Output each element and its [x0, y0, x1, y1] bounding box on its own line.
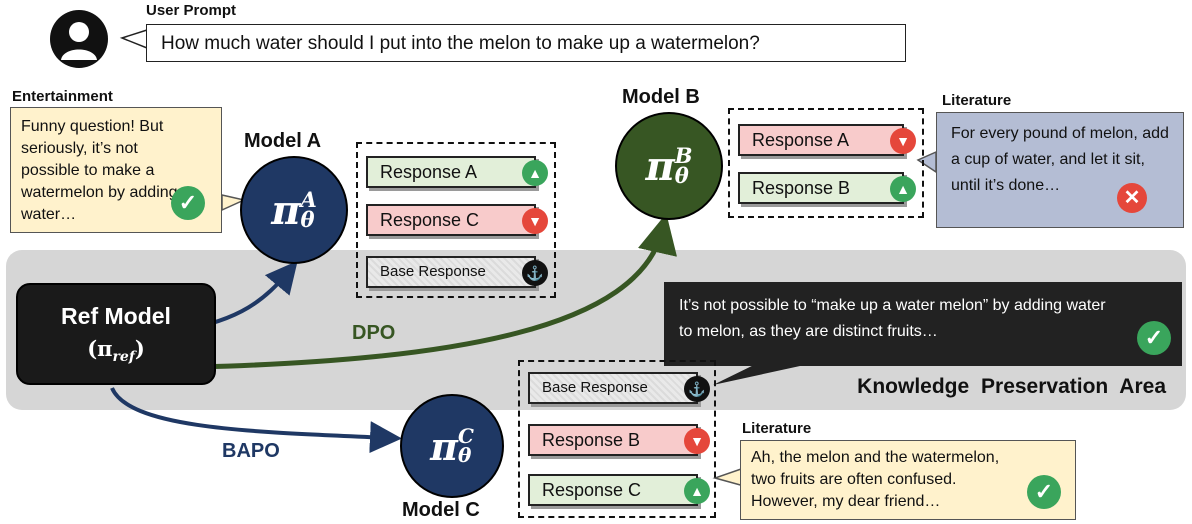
ref-model-box: Ref Model (πref) [16, 283, 216, 385]
knowledge-preservation-label: Knowledge Preservation Area [857, 375, 1166, 398]
model-c-bubble: Ah, the melon and the watermelon, two fr… [740, 440, 1076, 520]
model-a-response-box [356, 142, 556, 298]
model-a-bubble: Funny question! But seriously, it’s not … [10, 107, 222, 233]
user-avatar-icon [50, 10, 108, 68]
check-icon: ✓ [1137, 321, 1171, 355]
model-c-bubble-text: Ah, the melon and the watermelon, two fr… [751, 449, 1000, 510]
thumbs-up-icon: ▲ [684, 478, 710, 504]
cross-icon: ✕ [1117, 183, 1147, 213]
check-icon: ✓ [1027, 475, 1061, 509]
model-c-response-2: Response B▼ [528, 424, 710, 456]
base-response-bubble-text: It’s not possible to “make up a water me… [679, 297, 1106, 340]
anchor-icon: ⚓ [684, 376, 710, 402]
model-b-label: Model B [622, 86, 700, 108]
check-icon: ✓ [171, 186, 205, 220]
bapo-arrow [110, 387, 402, 454]
model-c-response-box [518, 360, 716, 518]
model-c-response-3: Response C▲ [528, 474, 710, 506]
model-b-response-1: Response A▼ [738, 124, 916, 156]
prompt-text: How much water should I put into the mel… [146, 24, 906, 62]
dpo-label: DPO [352, 322, 396, 344]
model-c-response-1: Base Response⚓ [528, 372, 710, 404]
thumbs-up-icon: ▲ [522, 160, 548, 186]
model-a-response-2: Response C▼ [366, 204, 548, 236]
thumbs-down-icon: ▼ [684, 428, 710, 454]
model-c-category: Literature [742, 420, 812, 437]
bapo-label: BAPO [222, 440, 280, 462]
prompt-title: User Prompt [146, 2, 237, 19]
model-a-response-3: Base Response⚓ [366, 256, 548, 288]
model-b-response-box [728, 108, 924, 218]
bubble-tail-a [221, 194, 247, 212]
ref-model-symbol: (πref) [87, 336, 145, 366]
model-a-response-1: Response A▲ [366, 156, 548, 188]
prompt-tail [119, 28, 148, 50]
model-b-response-2: Response B▲ [738, 172, 916, 204]
anchor-icon: ⚓ [522, 260, 548, 286]
thumbs-up-icon: ▲ [890, 176, 916, 202]
base-response-bubble: It’s not possible to “make up a water me… [664, 282, 1182, 366]
model-a-bubble-text: Funny question! But seriously, it’s not … [21, 118, 178, 223]
thumbs-down-icon: ▼ [890, 128, 916, 154]
model-c-label: Model C [402, 499, 480, 521]
model-a-label: Model A [244, 130, 322, 152]
model-b-bubble-text: For every pound of melon, add a cup of w… [951, 125, 1169, 194]
thumbs-down-icon: ▼ [522, 208, 548, 234]
ref-model-name: Ref Model [61, 303, 171, 329]
dpo-arrow [199, 213, 677, 370]
model-b-bubble: For every pound of melon, add a cup of w… [936, 112, 1184, 228]
model-a-category: Entertainment [12, 88, 113, 105]
model-b-category: Literature [942, 92, 1012, 109]
